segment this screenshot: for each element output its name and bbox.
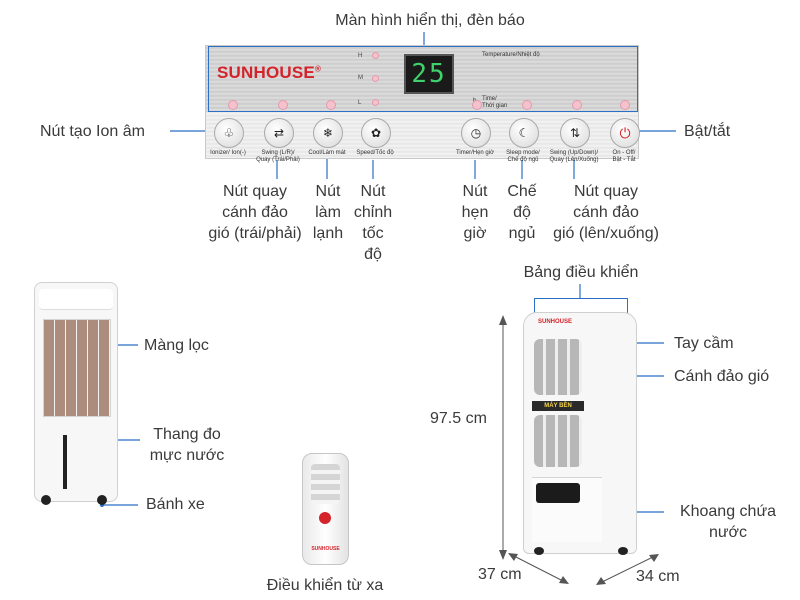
wheel [534, 547, 544, 555]
height-label: 97.5 cm [430, 410, 487, 427]
cooler-front-view [34, 282, 118, 505]
cooler-angled-view: SUNHOUSE MÁY BỀN [523, 312, 637, 555]
timer-button[interactable]: ◷ [461, 118, 491, 148]
timer-button-label: Timer/Hẹn giờ [455, 150, 495, 156]
remote-brand: SUNHOUSE [311, 546, 340, 552]
remote-control: SUNHOUSE [302, 453, 349, 565]
wheel [618, 547, 628, 555]
product-brand: SUNHOUSE [538, 319, 573, 325]
louver-bottom [534, 415, 582, 467]
indicator-light [278, 100, 288, 110]
swing-lr-button-label: Swing (L/R)/Quay (Trái/Phải) [256, 150, 300, 163]
display-label: Màn hình hiển thị, đèn báo [335, 12, 525, 29]
top-panel [39, 289, 113, 310]
fan-level-low: L [358, 100, 362, 106]
speed-button-label: Speed/Tốc độ [356, 150, 394, 156]
wheel [41, 495, 51, 505]
tree-icon: ♧ [223, 126, 235, 140]
swing-ud-button[interactable]: ⇅ [560, 118, 590, 148]
fan-level-mid: M [358, 75, 363, 81]
indicator-light [472, 100, 482, 110]
power-icon: ⏻ [619, 124, 631, 141]
louver-label: Cánh đảo gió [674, 368, 770, 385]
indicator-light [372, 99, 379, 106]
power-button[interactable]: ⏻ [610, 118, 640, 148]
cool-button-label: Cool/Làm mát [308, 150, 346, 156]
ion-label: Nút tạo Ion âm [40, 123, 145, 140]
fan-level-high: H [358, 53, 363, 59]
promo-badge [536, 483, 580, 503]
depth-label: 34 cm [636, 568, 680, 585]
display-highlight-box [208, 46, 638, 112]
indicator-light [228, 100, 238, 110]
speed-button[interactable]: ✿ [361, 118, 391, 148]
fan-icon: ✿ [370, 126, 382, 140]
indicator-light [572, 100, 582, 110]
remote-buttons [311, 464, 340, 504]
sleep-button[interactable]: ☾ [509, 118, 539, 148]
indicator-light [372, 75, 379, 82]
indicator-light [326, 100, 336, 110]
sticker: MÁY BỀN [532, 401, 584, 411]
power-button-label: On - Off/Bật - Tắt [612, 150, 636, 163]
sleep-button-label: Sleep mode/Chế độ ngủ [506, 150, 540, 163]
remote-power-icon[interactable] [319, 512, 331, 524]
wheels-label: Bánh xe [146, 496, 205, 513]
temperature-label: Temperature/Nhiệt độ [482, 52, 540, 58]
indicator-light [372, 52, 379, 59]
width-label: 37 cm [478, 566, 522, 583]
remote-label: Điều khiển từ xa [266, 577, 384, 594]
control-panel-label: Bảng điều khiển [523, 264, 639, 281]
indicator-light [620, 100, 630, 110]
swing-lr-button[interactable]: ⇄ [264, 118, 294, 148]
wheel [97, 495, 107, 505]
snowflake-icon: ❄ [322, 126, 334, 140]
panel-brand-logo: SUNHOUSE® [217, 63, 322, 82]
louver-top [534, 339, 582, 395]
clock-icon: ◷ [470, 126, 482, 140]
swing-lr-icon: ⇄ [273, 126, 285, 140]
swing-ud-button-label: Swing (Up/Down)/Quay (Lên/Xuống) [549, 150, 599, 163]
control-panel-closeup: SUNHOUSE® H M L 25 Temperature/Nhiệt độ … [205, 45, 640, 163]
filter-label: Màng lọc [144, 337, 209, 354]
cool-button[interactable]: ❄ [313, 118, 343, 148]
handle-label: Tay cầm [674, 335, 734, 352]
lcd-display: 25 [404, 54, 454, 94]
indicator-light [522, 100, 532, 110]
moon-icon: ☾ [518, 126, 530, 140]
swing-ud-icon: ⇅ [569, 126, 581, 140]
time-label: Time/Thời gian [482, 96, 508, 109]
filter-grid [43, 319, 111, 417]
power-label: Bật/tắt [684, 123, 731, 140]
ionizer-button-label: Ionizer/ Ion(-) [210, 150, 246, 156]
water-gauge [63, 435, 67, 489]
ionizer-button[interactable]: ♧ [214, 118, 244, 148]
